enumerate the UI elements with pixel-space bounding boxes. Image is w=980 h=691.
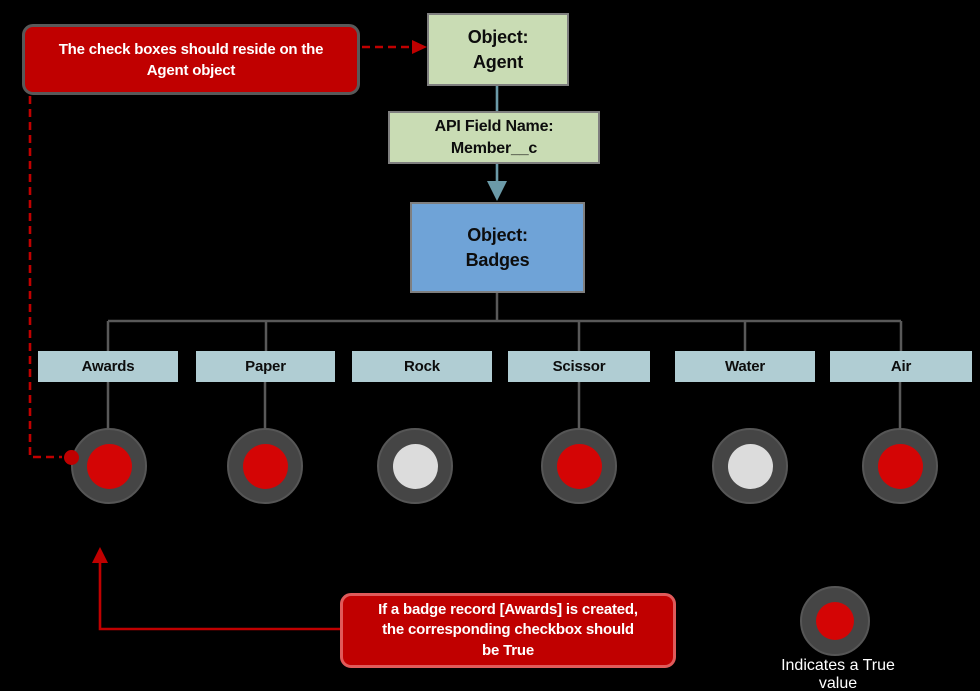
badge-indicator-awards xyxy=(71,428,147,504)
indicator-state-icon xyxy=(877,443,923,489)
arrowhead-down-icon xyxy=(487,181,507,201)
badge-label-text: Paper xyxy=(245,358,286,375)
legend-state-icon xyxy=(816,602,854,640)
badge-label-air: Air xyxy=(830,351,972,382)
badge-label-text: Water xyxy=(724,358,766,375)
legend-label: Indicates a True value xyxy=(781,657,895,691)
red-dot-connector-end xyxy=(64,450,79,465)
badge-indicator-rock xyxy=(377,428,453,504)
indicator-state-icon xyxy=(556,443,602,489)
indicator-state-icon xyxy=(242,443,288,489)
badge-label-text: Air xyxy=(890,358,912,375)
node-text-line: Member__c xyxy=(450,139,538,157)
legend-indicator xyxy=(800,586,870,656)
badge-label-text: Awards xyxy=(81,358,135,375)
node-object-badges: Object: Badges xyxy=(410,202,585,293)
badge-label-scissor: Scissor xyxy=(508,351,650,382)
dashed-elbow-line xyxy=(28,96,62,459)
node-text-line: Object: xyxy=(467,225,528,246)
badge-label-text: Rock xyxy=(404,358,440,375)
arrowhead-right-icon xyxy=(412,40,427,54)
badge-label-rock: Rock xyxy=(352,351,492,382)
node-api-field-name: API Field Name: Member__c xyxy=(388,111,600,164)
arrowhead-up-icon xyxy=(92,547,108,563)
indicator-state-icon xyxy=(727,443,773,489)
node-text-line: API Field Name: xyxy=(434,117,554,135)
node-text-line: Badges xyxy=(465,249,530,270)
callout-text-line: Agent object xyxy=(146,61,236,79)
badge-label-water: Water xyxy=(675,351,815,382)
badge-label-text: Scissor xyxy=(552,358,606,375)
node-object-agent: Object: Agent xyxy=(427,13,569,86)
red-elbow-line-bottom xyxy=(98,562,340,631)
badge-label-paper: Paper xyxy=(196,351,335,382)
node-text-line: Agent xyxy=(473,51,523,72)
indicator-state-icon xyxy=(392,443,438,489)
badge-label-awards: Awards xyxy=(38,351,178,382)
indicator-state-icon xyxy=(86,443,132,489)
callout-text-line: The check boxes should reside on the xyxy=(58,40,324,58)
callout-checkboxes-note: The check boxes should reside on the Age… xyxy=(22,24,360,95)
badge-indicator-water xyxy=(712,428,788,504)
badge-indicator-scissor xyxy=(541,428,617,504)
callout-text-line: be True xyxy=(482,641,534,659)
callout-text-line: If a badge record [Awards] is created, xyxy=(378,601,638,619)
badge-indicator-air xyxy=(862,428,938,504)
node-text-line: Object: xyxy=(467,27,529,48)
badge-indicator-paper xyxy=(227,428,303,504)
callout-text-line: the corresponding checkbox should xyxy=(382,621,634,639)
callout-badge-record-note: If a badge record [Awards] is created, t… xyxy=(340,593,676,668)
